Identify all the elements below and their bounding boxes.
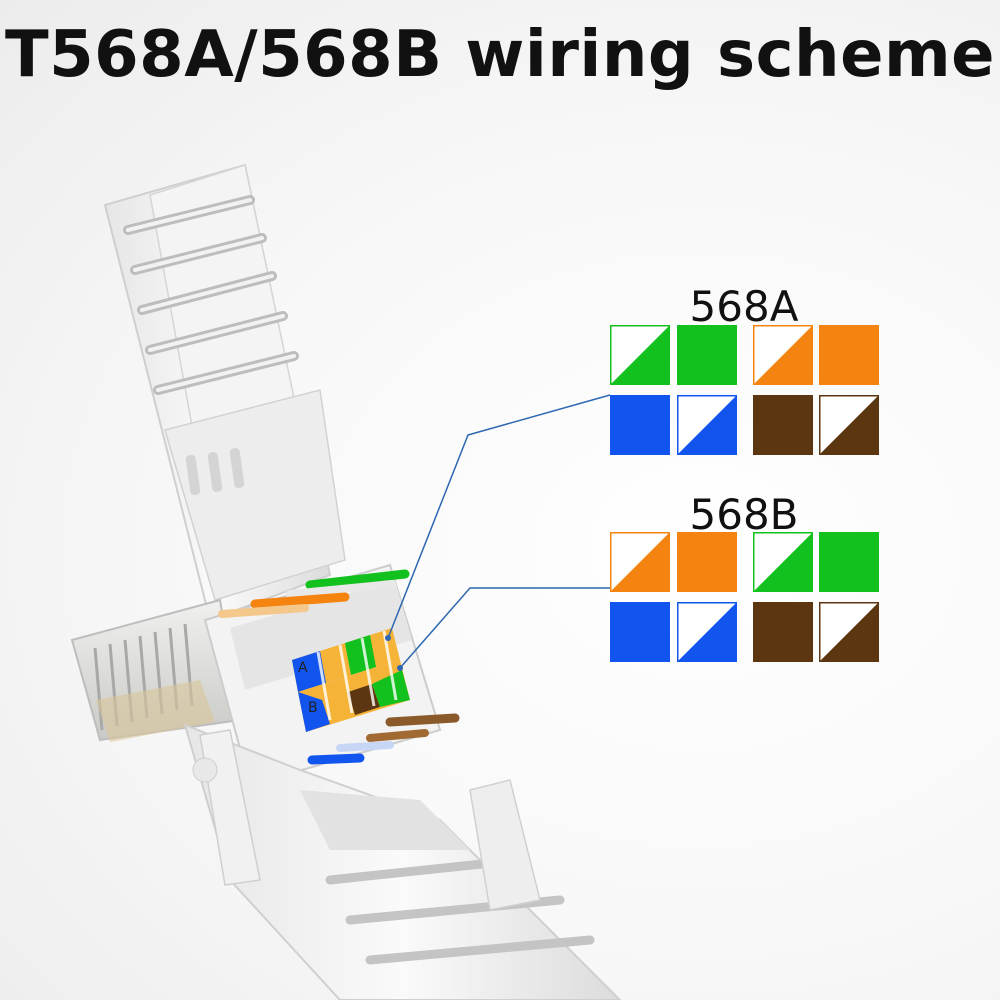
leader-line-568b	[399, 587, 610, 669]
white-blue-stripe-icon	[677, 395, 737, 455]
row-a-label: A	[298, 660, 308, 676]
white-orange-stripe-icon	[610, 532, 670, 592]
scheme-grid-568b	[610, 532, 880, 662]
white-brown-stripe-icon	[819, 602, 879, 662]
leader-line-568a	[387, 394, 611, 639]
solid-orange-icon	[677, 532, 737, 592]
white-green-stripe-icon	[753, 532, 813, 592]
solid-green-icon	[677, 325, 737, 385]
scheme-grid-568a	[610, 325, 880, 455]
lower-boot	[183, 723, 622, 1000]
top-wire-stubs	[218, 569, 410, 618]
page-title: T568A/568B wiring scheme	[4, 18, 996, 92]
solid-green-icon	[819, 532, 879, 592]
white-blue-stripe-icon	[677, 602, 737, 662]
scheme-label-568b: 568B	[689, 490, 799, 539]
solid-blue-icon	[610, 602, 670, 662]
row-b-label: B	[308, 700, 318, 716]
scheme-label-568a: 568A	[689, 282, 799, 331]
white-orange-stripe-icon	[753, 325, 813, 385]
solid-brown-icon	[753, 602, 813, 662]
white-brown-stripe-icon	[819, 395, 879, 455]
slot-grid: A B	[292, 628, 410, 732]
solid-blue-icon	[610, 395, 670, 455]
solid-brown-icon	[753, 395, 813, 455]
white-green-stripe-icon	[610, 325, 670, 385]
leader-lines	[385, 394, 611, 671]
solid-orange-icon	[819, 325, 879, 385]
bottom-wire-stubs	[307, 713, 460, 765]
upper-boot	[103, 163, 346, 622]
